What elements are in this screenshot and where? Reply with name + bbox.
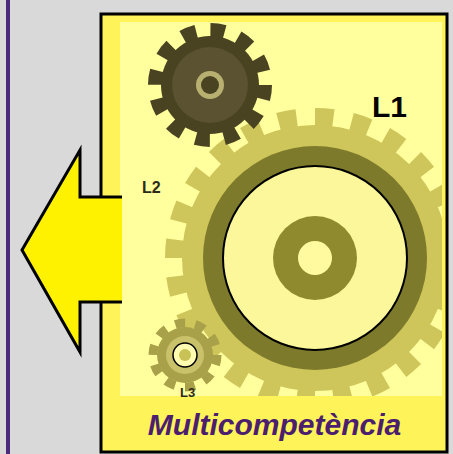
gear-label: L1 [372, 92, 407, 122]
gear-l2 [155, 30, 265, 140]
caption-band: Multicompetència [104, 400, 445, 450]
gears [153, 30, 442, 396]
left-arrow [22, 150, 122, 352]
gear-l1 [174, 117, 442, 396]
band-title: Multicompetència [148, 408, 401, 442]
purple-rule [6, 0, 10, 454]
gear-label: L3 [180, 386, 195, 399]
gear-label: L2 [142, 180, 161, 196]
gear-l3 [153, 323, 217, 387]
